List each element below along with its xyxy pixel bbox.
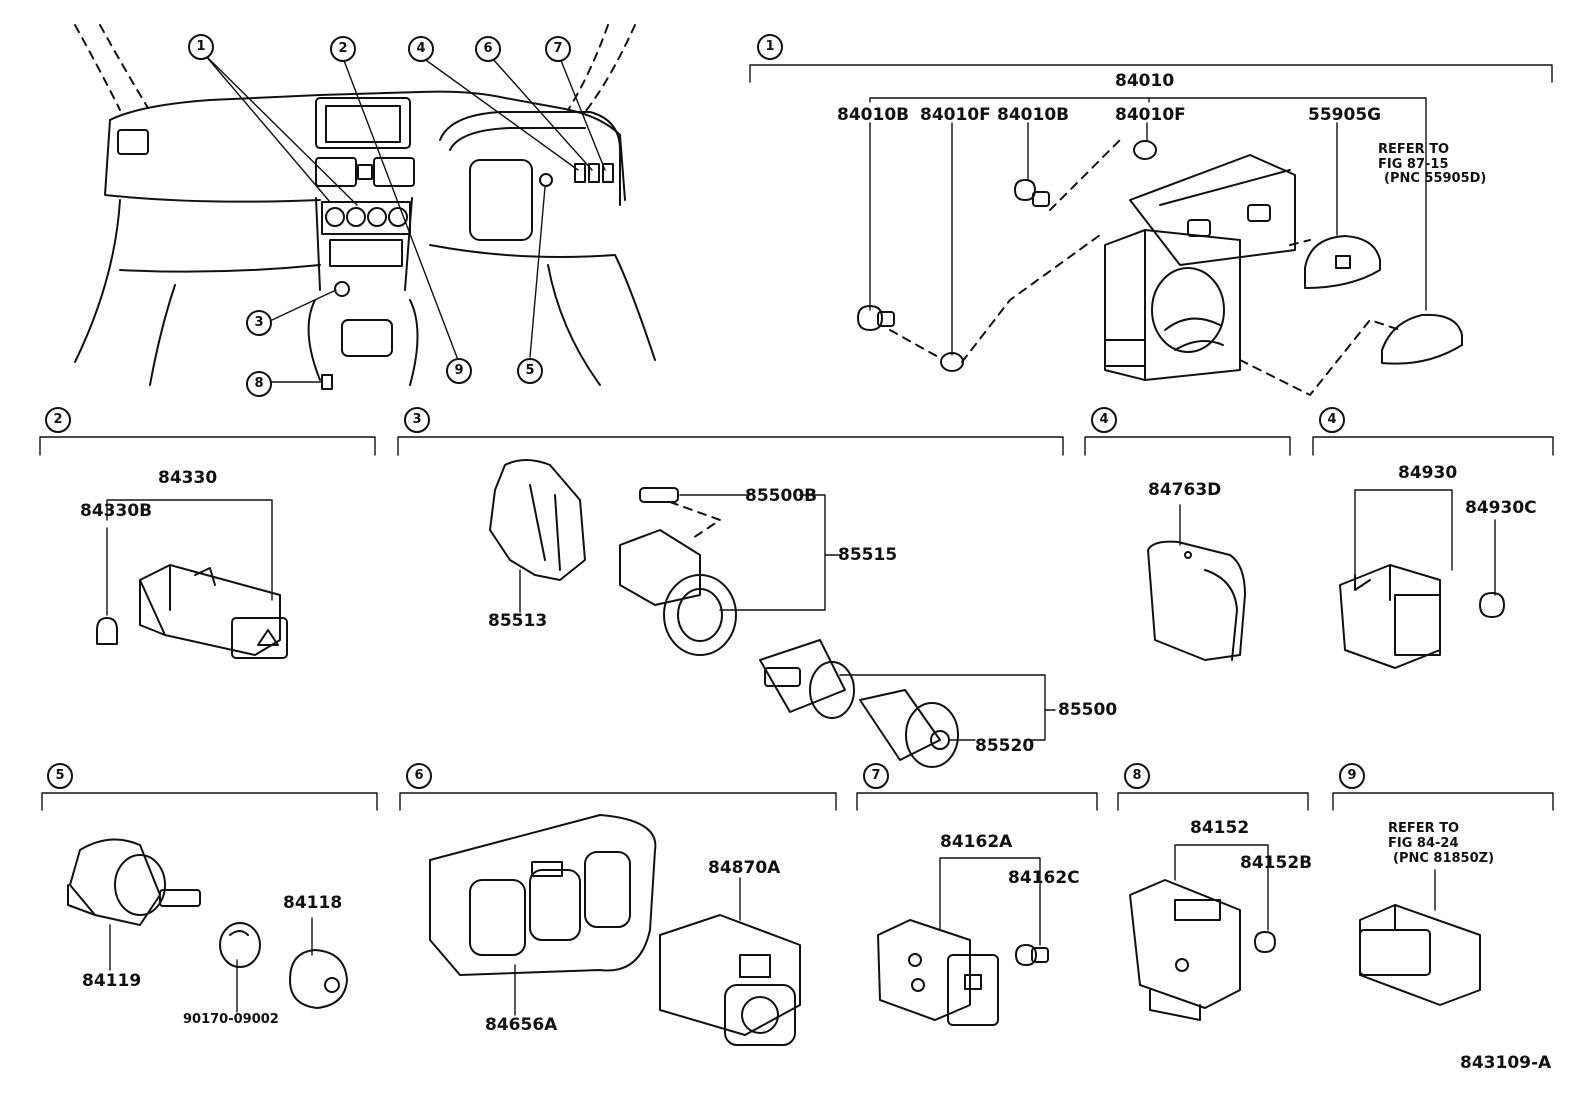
part-label-84010f-2: 84010F xyxy=(1115,105,1186,125)
s6-parts xyxy=(429,814,801,1046)
section-4b-number: 4 xyxy=(1319,407,1345,433)
part-label-84930: 84930 xyxy=(1398,463,1458,483)
s8-parts xyxy=(1129,879,1276,1021)
part-label-84010f-1: 84010F xyxy=(920,105,991,125)
section-7-number: 7 xyxy=(863,763,889,789)
overview-callout-5: 5 xyxy=(517,358,543,384)
s3-parts xyxy=(489,459,959,768)
part-label-84118: 84118 xyxy=(283,893,343,913)
figure-id: 843109-A xyxy=(1460,1053,1552,1073)
reference-line-2: FIG 87-15 xyxy=(1378,157,1449,172)
part-label-85515: 85515 xyxy=(838,545,898,565)
section-1-number: 1 xyxy=(757,34,783,60)
part-label-84119: 84119 xyxy=(82,971,142,991)
s9-parts xyxy=(1359,904,1481,1006)
s4a-parts xyxy=(1147,540,1246,661)
s8-leaders xyxy=(1174,844,1269,931)
section-9-number: 9 xyxy=(1339,763,1365,789)
part-label-84330: 84330 xyxy=(158,468,218,488)
s1-parts xyxy=(857,139,1463,396)
s7-parts xyxy=(877,919,1049,1026)
part-label-84763d: 84763D xyxy=(1148,480,1222,500)
part-label-84010: 84010 xyxy=(1115,71,1175,91)
s6-leaders xyxy=(514,877,741,1016)
part-label-85500: 85500 xyxy=(1058,700,1118,720)
reference-line-2: FIG 84-24 xyxy=(1388,836,1459,851)
overview-callout-7: 7 xyxy=(545,36,571,62)
reference-line-1: REFER TO xyxy=(1378,142,1450,157)
s1-leaders xyxy=(869,97,1427,356)
s3-leaders xyxy=(519,494,1056,741)
s4b-leaders xyxy=(1354,489,1496,596)
reference-line-3: (PNC 81850Z) xyxy=(1393,851,1495,866)
part-label-84010b-1: 84010B xyxy=(837,105,910,125)
part-label-84656a: 84656A xyxy=(485,1015,558,1035)
part-label-85513: 85513 xyxy=(488,611,548,631)
section-6-number: 6 xyxy=(406,763,432,789)
part-label-84010b-2: 84010B xyxy=(997,105,1070,125)
s5-leaders xyxy=(109,917,313,1013)
s7-leaders xyxy=(939,857,1041,946)
part-label-85500b: 85500B xyxy=(745,486,818,506)
part-label-84330b: 84330B xyxy=(80,501,153,521)
section-8-number: 8 xyxy=(1124,763,1150,789)
section-2-number: 2 xyxy=(45,407,71,433)
section-5-number: 5 xyxy=(47,763,73,789)
overview-callout-1: 1 xyxy=(188,34,214,60)
part-label-84870a: 84870A xyxy=(708,858,781,878)
part-label-55905g: 55905G xyxy=(1308,105,1382,125)
part-label-84152b: 84152B xyxy=(1240,853,1313,873)
dashboard-overview xyxy=(74,24,656,390)
s4b-parts xyxy=(1339,564,1505,669)
part-label-84930c: 84930C xyxy=(1465,498,1537,518)
reference-line-3: (PNC 55905D) xyxy=(1384,171,1487,186)
s2-leaders xyxy=(106,499,273,616)
overview-callout-2: 2 xyxy=(330,36,356,62)
section-3-number: 3 xyxy=(404,407,430,433)
section-brackets xyxy=(39,64,1554,811)
overview-callout-8: 8 xyxy=(246,371,272,397)
part-label-90170-09002: 90170-09002 xyxy=(183,1012,279,1027)
part-label-85520: 85520 xyxy=(975,736,1035,756)
overview-callout-3: 3 xyxy=(246,310,272,336)
section-4a-number: 4 xyxy=(1091,407,1117,433)
overview-callout-6: 6 xyxy=(475,36,501,62)
part-label-84152: 84152 xyxy=(1190,818,1250,838)
overview-callout-9: 9 xyxy=(446,358,472,384)
part-label-84162a: 84162A xyxy=(940,832,1013,852)
reference-line-1: REFER TO xyxy=(1388,821,1460,836)
overview-callout-4: 4 xyxy=(408,36,434,62)
s5-parts xyxy=(67,838,348,1009)
s2-parts xyxy=(96,564,288,659)
part-label-84162c: 84162C xyxy=(1008,868,1080,888)
overview-leaders xyxy=(204,54,606,383)
